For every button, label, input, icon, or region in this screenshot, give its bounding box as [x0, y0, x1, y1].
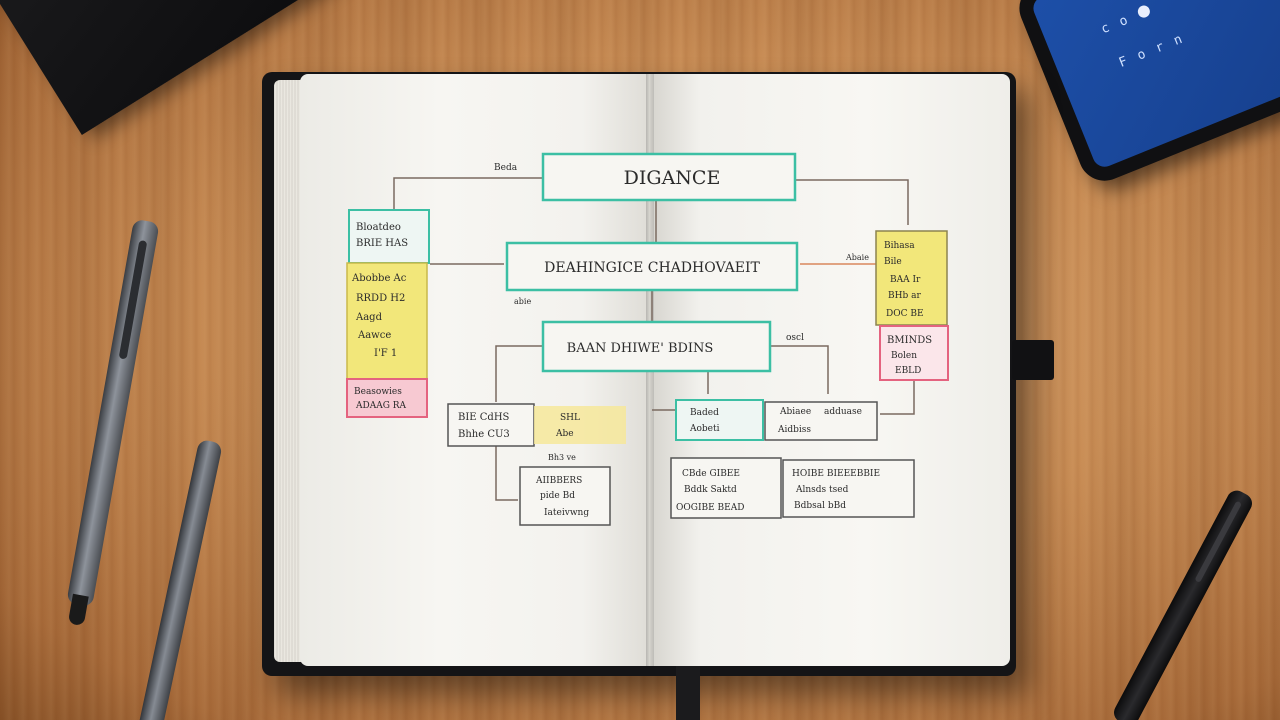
left-header-line: BRIE HAS [356, 238, 408, 249]
lower-left-box [447, 403, 535, 447]
right-yellow-line: DOC BE [886, 309, 924, 319]
mid-right-line: Aidbiss [777, 425, 811, 435]
bottom-right-right-line: HOIBE BIEEEBBIE [792, 469, 880, 479]
right-pink-line: EBLD [895, 366, 921, 376]
left-yellow-line: Aagd [355, 312, 383, 323]
mid-right-teal-box [675, 399, 764, 441]
lower-center-box [541, 320, 772, 373]
lower-left-sub-line: Iateivwng [544, 508, 589, 518]
left-mid-label: abie [514, 297, 531, 306]
left-yellow-line: Abobbe Ac [351, 273, 407, 284]
bottom-right-right-line: Bdbsal bBd [794, 501, 846, 511]
top-left-label: Beda [494, 163, 518, 173]
lower-left-yellow-line: Abe [555, 429, 574, 439]
bottom-right-right-box [782, 459, 915, 518]
lower-left-highlight [534, 406, 626, 444]
mid-right-box [764, 401, 878, 441]
lower-left-sub-line: AIIBBERS [535, 476, 582, 486]
bottom-right-left-line: Bddk Saktd [684, 485, 737, 495]
center-box [505, 241, 799, 292]
left-yellow-line: Aawce [357, 330, 391, 341]
mid-right-teal-line: Aobeti [689, 424, 720, 434]
right-pink-line: Bolen [891, 351, 917, 361]
right-yellow-line: BAA Ir [890, 275, 921, 285]
elastic-strap [1012, 340, 1054, 380]
left-pink-line: Beasowies [354, 387, 402, 397]
left-yellow-line: I'F 1 [374, 348, 397, 359]
right-pink-line: BMINDS [887, 335, 932, 346]
lower-left-line: Bhhe CU3 [458, 429, 510, 440]
lower-center-label: BAAN DHIWE' BDINS [567, 341, 714, 356]
bookmark-ribbon [676, 665, 700, 720]
left-header-box [348, 209, 430, 264]
right-pink-box [879, 325, 949, 381]
left-yellow-line: RRDD H2 [356, 293, 405, 304]
lower-left-yellow-line: SHL [560, 413, 580, 423]
left-header-line: Bloatdeo [356, 222, 401, 233]
center-box-label: DEAHINGICE CHADHOVAEIT [544, 260, 760, 276]
right-yellow-line: Bihasa [884, 241, 915, 251]
bottom-right-left-line: CBde GIBEE [682, 469, 740, 479]
bottom-right-left-box [670, 457, 782, 519]
lower-left-line: BIE CdHS [458, 412, 510, 423]
mid-right-teal-line: Baded [690, 408, 719, 418]
lower-left-sub-label: Bh3 ve [548, 453, 576, 462]
right-mid-label: Abaie [845, 253, 869, 262]
right-yellow-line: BHb ar [888, 291, 921, 301]
mid-right-line: adduase [824, 407, 862, 417]
right-yellow-box [875, 230, 948, 326]
bottom-right-left-line: OOGIBE BEAD [676, 503, 744, 513]
left-pink-box [346, 378, 428, 418]
title-box [541, 152, 797, 202]
right-yellow-line: Bile [884, 257, 902, 267]
page-edges [274, 80, 304, 662]
mid-right-line: Abiaee [779, 407, 811, 417]
right-lower-label: oscl [786, 333, 804, 343]
lower-left-sub-line: pide Bd [540, 491, 575, 501]
left-pink-line: ADAAG RA [355, 401, 407, 411]
bottom-right-right-line: Alnsds tsed [795, 485, 849, 495]
lower-left-sub-box [519, 466, 611, 526]
diagram-title: DIGANCE [624, 167, 721, 189]
